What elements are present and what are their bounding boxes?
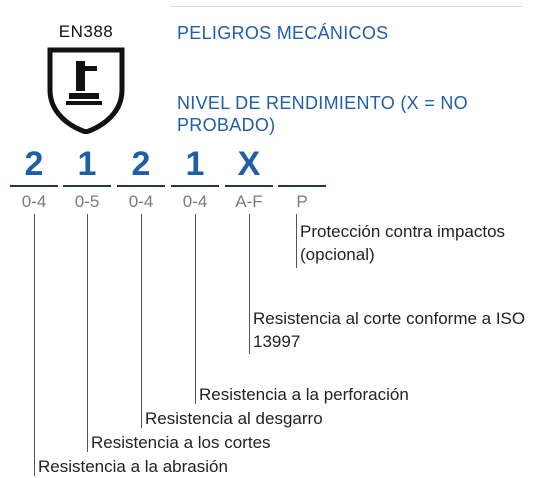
leader-line xyxy=(34,214,35,476)
description-impact: Protección contra impactos (opcional) xyxy=(300,222,506,264)
performance-level-title: NIVEL DE RENDIMIENTO (X = NO PROBADO) xyxy=(177,93,468,135)
level-range: A-F xyxy=(235,192,263,211)
level-range: 0-5 xyxy=(74,192,100,211)
level-underline xyxy=(117,185,165,187)
level-range: P xyxy=(296,192,308,211)
level-underline xyxy=(10,185,58,187)
level-digit: 1 xyxy=(77,145,97,183)
description-cuts: Resistencia a los cortes xyxy=(91,433,271,452)
level-underline xyxy=(63,185,111,187)
description-iso-13997: Resistencia al corte conforme a ISO 1399… xyxy=(253,309,526,351)
leader-line xyxy=(195,214,196,404)
level-digit: X xyxy=(237,145,261,183)
level-digit: 1 xyxy=(185,145,205,183)
hazard-title: PELIGROS MECÁNICOS xyxy=(177,23,389,43)
level-digit: 2 xyxy=(24,145,44,183)
leader-line xyxy=(87,214,88,452)
level-range: 0-4 xyxy=(21,192,47,211)
top-divider xyxy=(170,6,522,7)
level-underline xyxy=(278,185,326,187)
level-digit: 2 xyxy=(131,145,151,183)
leader-line xyxy=(141,214,142,428)
standard-label: EN388 xyxy=(58,22,114,41)
leader-line xyxy=(296,214,297,268)
hammer-on-anvil-shield-icon xyxy=(47,47,125,134)
level-underline xyxy=(225,185,273,187)
level-range: 0-4 xyxy=(128,192,154,211)
description-tear: Resistencia al desgarro xyxy=(145,409,323,428)
level-range: 0-4 xyxy=(182,192,208,211)
level-underline xyxy=(171,185,219,187)
leader-line xyxy=(249,214,250,354)
description-abrasion: Resistencia a la abrasión xyxy=(38,457,228,476)
description-puncture: Resistencia a la perforación xyxy=(199,385,409,404)
